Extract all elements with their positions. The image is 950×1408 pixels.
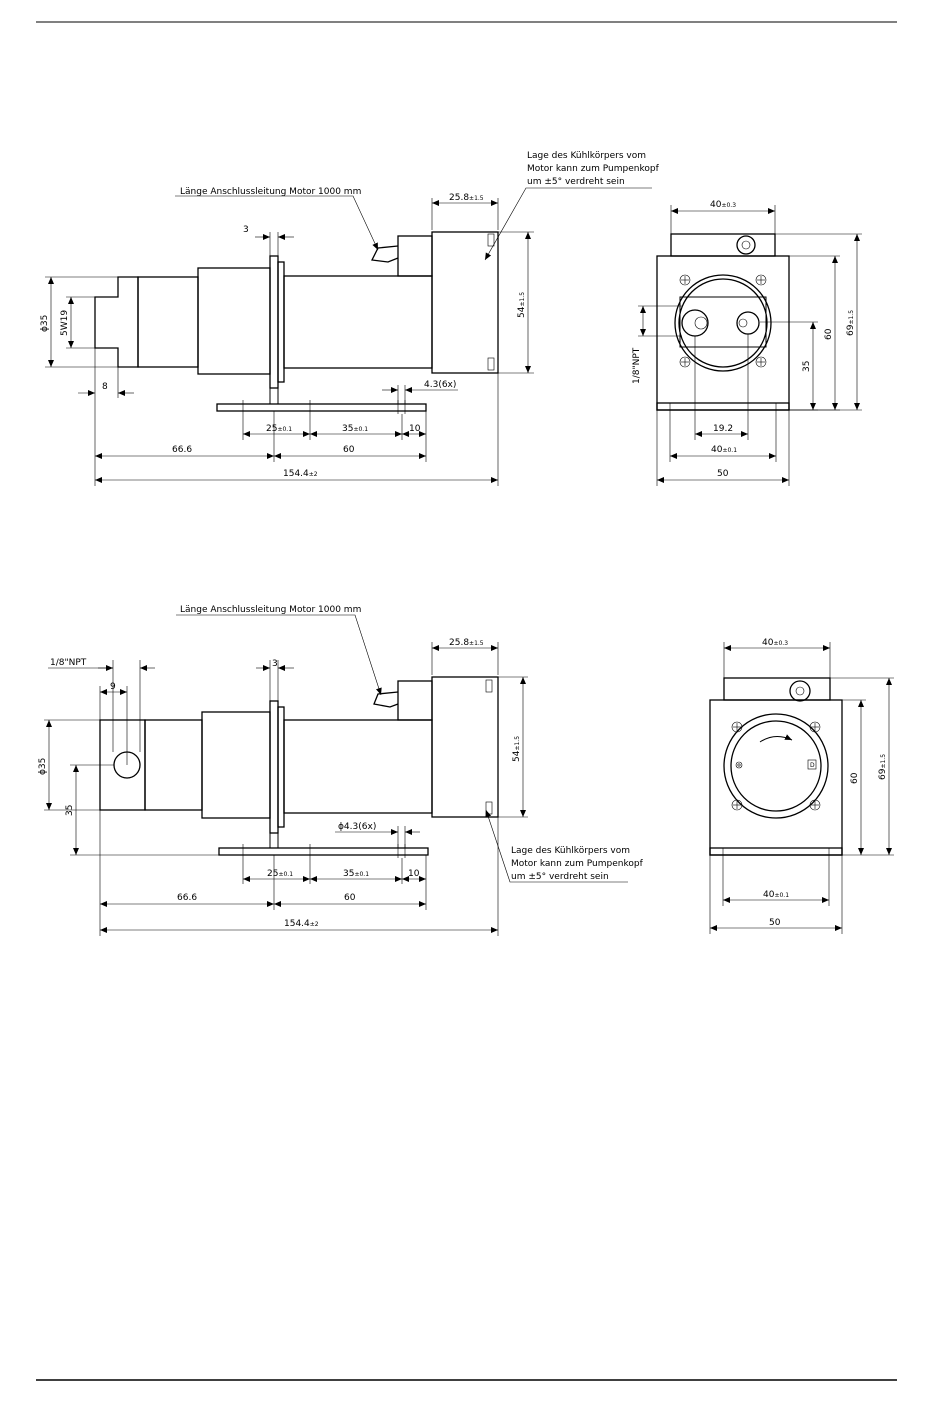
dim-25: 25±0.1 <box>266 424 292 434</box>
dim-50-bottom: 50 <box>769 918 781 928</box>
dim-25-8-bottom: 25.8±1.5 <box>449 638 484 648</box>
bottom-side-view: Länge Anschlussleitung Motor 1000 mm Lag… <box>38 605 644 936</box>
dim-10-bottom: 10 <box>408 869 420 879</box>
dim-3-bottom: 3 <box>272 659 278 669</box>
dim-60-bottom: 60 <box>344 893 356 903</box>
dim-40-top-bottom: 40±0.3 <box>762 638 788 648</box>
dim-40-bottom-bottom: 40±0.1 <box>763 890 789 900</box>
dim-50: 50 <box>717 469 729 479</box>
dim-9: 9 <box>110 682 116 692</box>
label-d: D <box>810 762 815 769</box>
heatsink-note-bottom-line3: um ±5° verdreht sein <box>511 872 609 882</box>
npt-label-bottom: 1/8"NPT <box>50 658 87 668</box>
dim-phi35-bottom: ϕ35 <box>38 758 48 775</box>
dim-phi4-3: ϕ4.3(6x) <box>338 822 376 832</box>
dim-69: 69±1.5 <box>846 310 856 336</box>
heatsink-note-line2: Motor kann zum Pumpenkopf <box>527 164 660 174</box>
dim-3: 3 <box>243 225 249 235</box>
dim-54: 54±1.5 <box>517 292 527 318</box>
dim-154-4-bottom: 154.4±2 <box>284 919 319 929</box>
dim-60-right-bottom: 60 <box>850 772 860 784</box>
top-front-view: 40±0.3 1/8"NPT 35 60 69±1.5 19.2 40±0.1 <box>632 200 862 486</box>
dim-40-top: 40±0.3 <box>710 200 736 210</box>
dim-25-bottom: 25±0.1 <box>267 869 293 879</box>
dim-60-right: 60 <box>824 328 834 340</box>
dim-35-bottom: 35±0.1 <box>343 869 369 879</box>
dim-40-bottom: 40±0.1 <box>711 445 737 455</box>
dim-10: 10 <box>409 424 421 434</box>
cable-note: Länge Anschlussleitung Motor 1000 mm <box>180 187 361 197</box>
dim-5w19: 5W19 <box>60 310 70 336</box>
dim-4-3-6x: 4.3(6x) <box>424 380 456 390</box>
dim-35-right: 35 <box>802 361 812 372</box>
heatsink-note-bottom-line1: Lage des Kühlkörpers vom <box>511 846 630 856</box>
rotation-arrow-icon <box>759 734 793 743</box>
cable-note-bottom: Länge Anschlussleitung Motor 1000 mm <box>180 605 361 615</box>
dim-66-6: 66.6 <box>172 445 192 455</box>
dim-19-2: 19.2 <box>713 424 733 434</box>
heatsink-note-bottom-line2: Motor kann zum Pumpenkopf <box>511 859 644 869</box>
dim-54-bottom: 54±1.5 <box>512 736 522 762</box>
dim-8: 8 <box>102 382 108 392</box>
dim-phi35: ϕ35 <box>40 315 50 332</box>
dim-60: 60 <box>343 445 355 455</box>
dim-25-8: 25.8±1.5 <box>449 193 484 203</box>
dim-154-4: 154.4±2 <box>283 469 318 479</box>
dim-66-6-bottom: 66.6 <box>177 893 197 903</box>
dim-69-bottom: 69±1.5 <box>878 754 888 780</box>
npt-label: 1/8"NPT <box>632 347 642 384</box>
dim-35-left: 35 <box>65 805 75 816</box>
heatsink-note-line1: Lage des Kühlkörpers vom <box>527 151 646 161</box>
top-side-view: Länge Anschlussleitung Motor 1000 mm Lag… <box>40 151 660 486</box>
bottom-front-view: D 40±0.3 60 69±1.5 40±0.1 50 <box>709 638 894 934</box>
dim-35: 35±0.1 <box>342 424 368 434</box>
heatsink-note-line3: um ±5° verdreht sein <box>527 177 625 187</box>
